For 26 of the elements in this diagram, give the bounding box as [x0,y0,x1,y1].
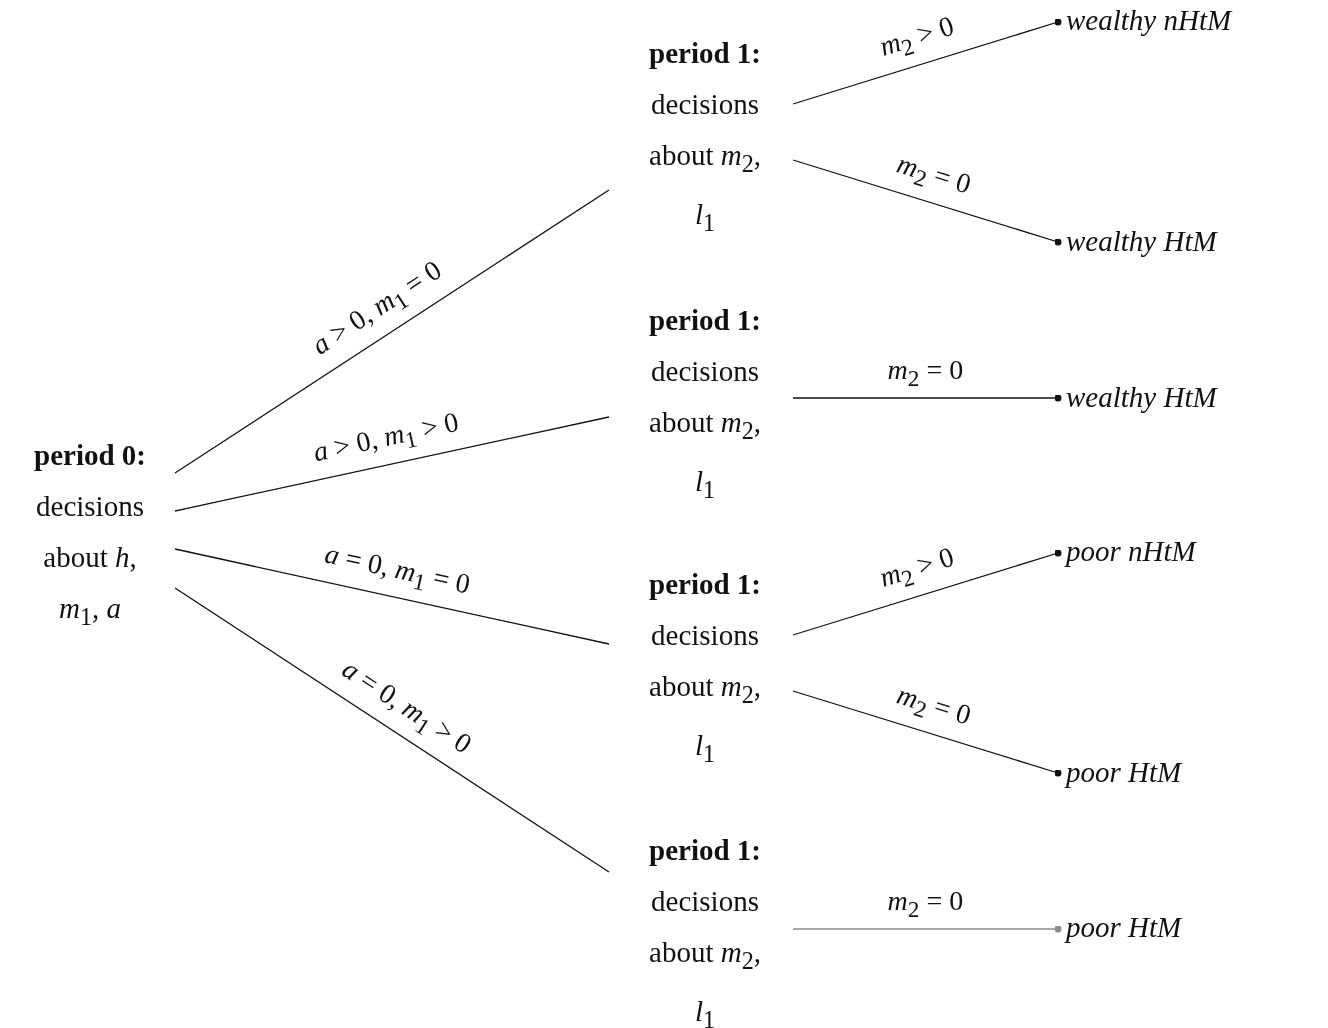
outcome-label: poor HtM [1066,909,1182,945]
period-heading: period 0: [34,438,146,473]
period-heading: period 1: [649,833,761,868]
branch-line [792,690,1062,777]
branch-line [174,189,610,474]
decision-text: decisions about m$_{2}$, l$_{1}$ [648,884,762,1028]
period-heading: period 1: [649,36,761,71]
branch-line [174,416,610,512]
branch-line [174,548,610,645]
branch-line [174,587,610,873]
branch-line [792,549,1062,636]
decision-text: decisions about m$_{2}$, l$_{1}$ [648,354,762,505]
outcome-label: poor nHtM [1066,533,1196,569]
branch-line [792,18,1062,105]
outcome-label: wealthy HtM [1066,379,1217,415]
decision-text: decisions about m$_{2}$, l$_{1}$ [648,87,762,238]
branch-line [792,394,1062,402]
branch-line [792,159,1062,246]
outcome-label: poor HtM [1066,754,1182,790]
outcome-label: wealthy HtM [1066,223,1217,259]
decision-text: decisions about m$_{2}$, l$_{1}$ [648,618,762,769]
branch-line [792,925,1062,933]
period-heading: period 1: [649,567,761,602]
decision-text: decisions about h, m$_{1}$, a [35,489,145,632]
period-heading: period 1: [649,303,761,338]
outcome-label: wealthy nHtM [1066,2,1232,38]
